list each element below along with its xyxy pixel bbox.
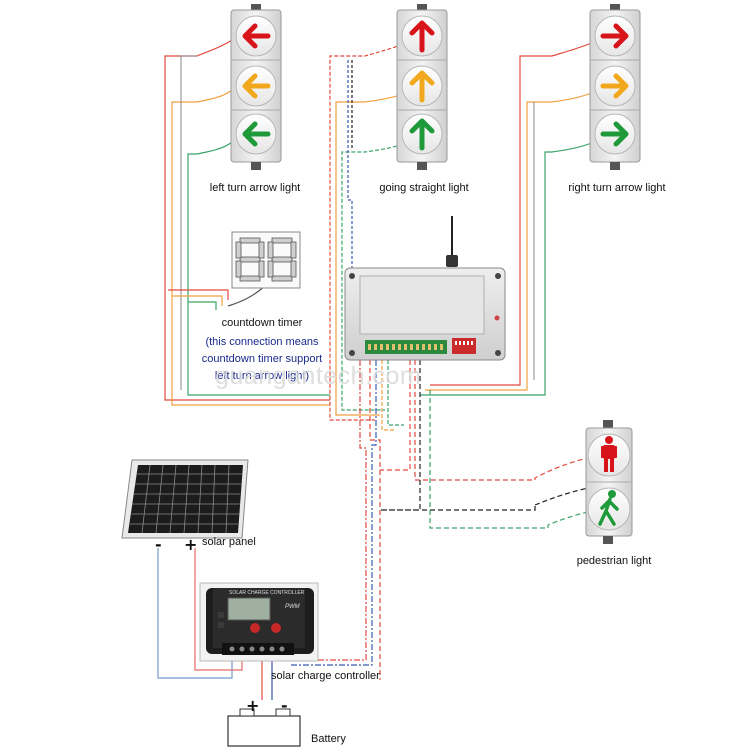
left-arrow-icon [242,121,271,147]
panel-minus-sign: - [155,535,162,554]
right-arrow-icon [600,73,629,99]
straight-light-label: going straight light [379,182,469,194]
right-turn-signal [589,4,641,170]
right-arrow-icon [600,121,629,147]
right-light-label: right turn arrow light [568,182,666,194]
walking-person-icon [598,490,619,526]
solar-panel [121,459,249,539]
antenna-base [446,255,458,267]
countdown-timer [231,231,301,289]
pedestrian-signal [585,420,633,544]
controller-header-text: SOLAR CHARGE CONTROLLER [229,590,305,596]
left-turn-signal [230,4,282,170]
signal-controller [344,216,506,361]
left-arrow-icon [242,23,271,49]
right-arrow-icon [600,23,629,49]
watermark: guangantech.com [215,362,422,390]
up-arrow-icon [409,118,435,151]
note-line-2: countdown timer support [201,353,323,365]
battery-plus-sign: + [246,696,260,715]
controller-pwm-text: PWM [285,604,300,610]
up-arrow-icon [409,20,435,53]
solar-panel-label: solar panel [202,536,256,548]
battery-label: Battery [311,733,346,745]
battery [227,708,301,747]
charge-controller-label: solar charge controller [271,670,380,682]
straight-signal [396,4,448,170]
standing-person-icon [601,436,617,472]
left-light-label: left turn arrow light [209,182,301,194]
solar-charge-controller [199,582,319,662]
left-arrow-icon [242,73,271,99]
panel-plus-sign: + [184,535,198,554]
pedestrian-label: pedestrian light [576,555,652,567]
countdown-label: countdown timer [221,317,303,329]
note-line-1: (this connection means [205,336,319,348]
up-arrow-icon [409,70,435,103]
note-line-3: left turn arrow light) [214,370,310,382]
battery-minus-sign: - [281,696,288,715]
